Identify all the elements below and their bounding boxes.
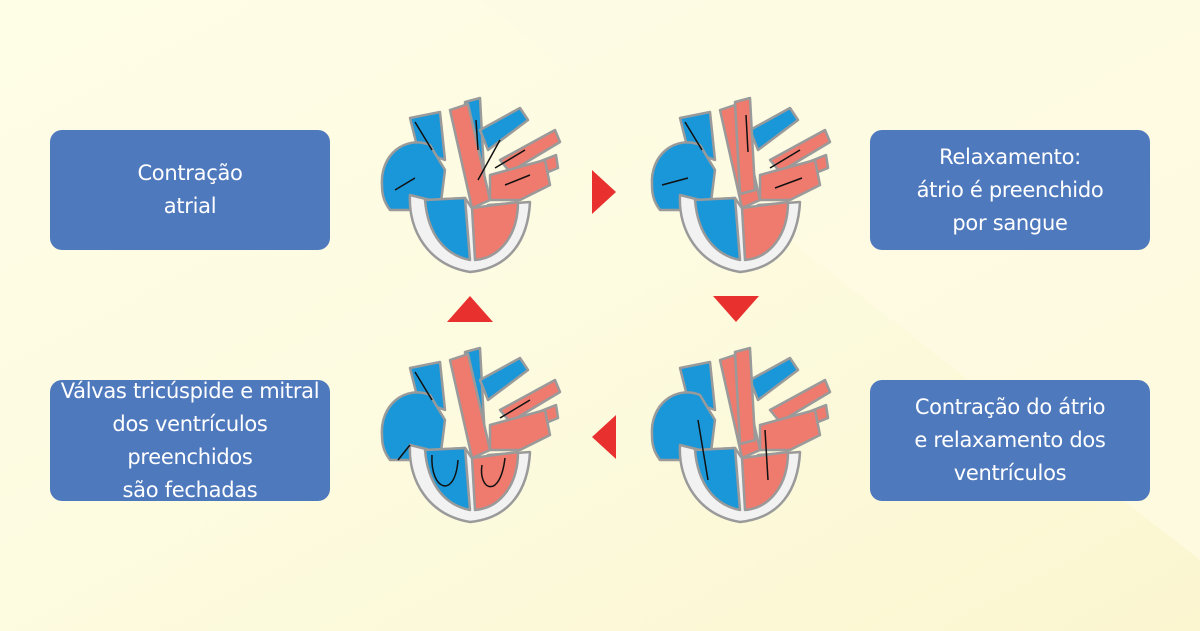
triangle-arrow-icon xyxy=(592,415,616,459)
heart-diagram-icon xyxy=(650,346,832,524)
step-label-text: Válvas tricúspide e mitral dos ventrícul… xyxy=(60,378,320,502)
triangle-arrow-icon xyxy=(713,296,759,322)
triangle-arrow-icon xyxy=(447,296,493,322)
step-label-text: Contração do átrio e relaxamento dos ven… xyxy=(914,395,1106,485)
step-label-valves-closed: Válvas tricúspide e mitral dos ventrícul… xyxy=(50,379,330,502)
heart-diagram-icon xyxy=(650,96,832,274)
step-label-atrium-contraction-ventricle-relaxation: Contração do átrio e relaxamento dos ven… xyxy=(870,380,1150,501)
step-label-text: Contração atrial xyxy=(137,161,243,218)
heart-diagram-icon xyxy=(380,346,562,524)
step-label-relaxation: Relaxamento: átrio é preenchido por sang… xyxy=(870,130,1150,250)
heart-diagram-icon xyxy=(380,96,562,274)
step-label-text: Relaxamento: átrio é preenchido por sang… xyxy=(916,144,1104,235)
step-label-atrial-contraction: Contração atrial xyxy=(50,130,330,250)
triangle-arrow-icon xyxy=(592,170,616,214)
